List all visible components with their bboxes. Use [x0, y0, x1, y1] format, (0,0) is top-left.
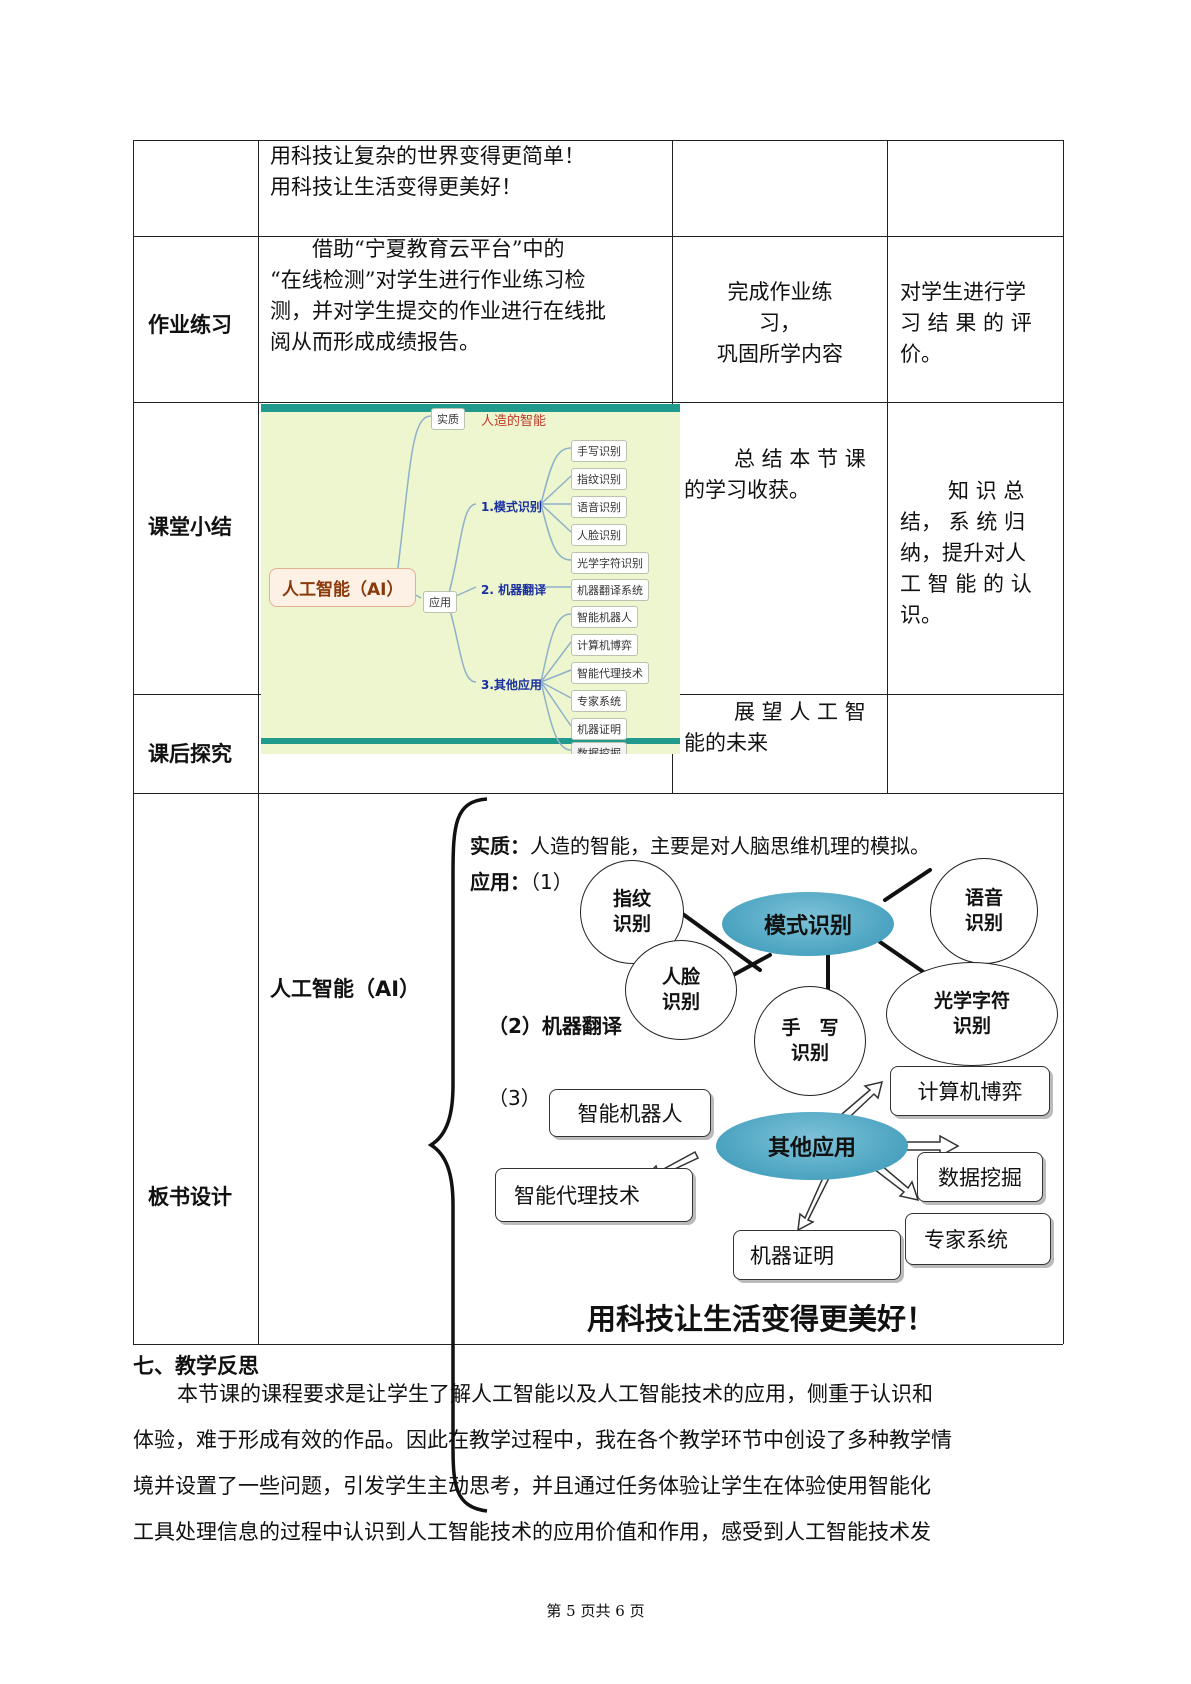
homework-teacher-line-3: 测，并对学生提交的作业进行在线批 — [270, 299, 606, 323]
board-essence: 实质：人造的智能，主要是对人脑思维机理的模拟。 — [470, 830, 930, 859]
summary-student-line-2: 的学习收获。 — [684, 478, 810, 502]
mindmap-branch-1: 1.模式识别 — [481, 500, 542, 514]
summary-purpose-line-4: 工 智 能 的 认 — [900, 572, 1032, 596]
box-robot: 智能机器人 — [549, 1089, 711, 1137]
board-item-1: （1） — [530, 870, 573, 894]
summary-purpose-line-5: 识。 — [900, 603, 942, 627]
circle-voice: 语音 识别 — [930, 858, 1038, 964]
homework-teacher-line-1: 借助“宁夏教育云平台”中的 — [312, 237, 565, 261]
board-label: 板书设计 — [148, 1185, 232, 1209]
pattern-connectors — [678, 868, 934, 997]
board-apply-label: 应用： — [470, 870, 530, 894]
box-mining: 数据挖掘 — [917, 1152, 1043, 1202]
homework-teacher: 借助“宁夏教育云平台”中的 “在线检测”对学生进行作业练习检 测，并对学生提交的… — [270, 234, 670, 358]
board-essence-text: 人造的智能，主要是对人脑思维机理的模拟。 — [530, 834, 930, 858]
mindmap-bottom-bar — [261, 738, 680, 744]
homework-teacher-line-2: “在线检测”对学生进行作业练习检 — [270, 268, 586, 292]
box-expert: 专家系统 — [905, 1213, 1051, 1265]
board-brace — [427, 797, 488, 1513]
mindmap-leaf: 专家系统 — [571, 690, 627, 712]
mindmap-leaf: 光学字符识别 — [571, 552, 649, 574]
homework-purpose-line-1: 对学生进行学 — [900, 280, 1026, 304]
mindmap-apply: 应用 — [423, 591, 457, 613]
explore-label: 课后探究 — [148, 742, 232, 766]
mindmap-leaf: 手写识别 — [571, 440, 627, 462]
box-agent: 智能代理技术 — [495, 1168, 693, 1222]
box-proof: 机器证明 — [733, 1230, 901, 1280]
homework-student: 完成作业练 习， 巩固所学内容 — [680, 277, 880, 370]
summary-purpose-line-2: 结， 系 统 归 — [900, 510, 1026, 534]
summary-student-line-1: 总 结 本 节 课 — [734, 447, 866, 471]
summary-purpose-line-3: 纳，提升对人 — [900, 541, 1026, 565]
explore-student: 展 望 人 工 智 能的未来 — [684, 697, 884, 759]
homework-student-line-3: 巩固所学内容 — [717, 342, 843, 366]
row0-line-1: 用科技让复杂的世界变得更简单！ — [270, 144, 585, 168]
reflection-line-1: 本节课的课程要求是让学生了解人工智能以及人工智能技术的应用，侧重于认识和 — [177, 1382, 933, 1406]
mindmap-leaf: 机器证明 — [571, 718, 627, 740]
mindmap-leaf: 智能机器人 — [571, 606, 638, 628]
board-essence-label: 实质： — [470, 834, 530, 858]
homework-purpose: 对学生进行学 习 结 果 的 评 价。 — [900, 277, 1060, 370]
mindmap-leaf: 人脸识别 — [571, 524, 627, 546]
box-chess: 计算机博弈 — [890, 1066, 1050, 1116]
reflection-body: 本节课的课程要求是让学生了解人工智能以及人工智能技术的应用，侧重于认识和 体验，… — [133, 1371, 1063, 1555]
board-apply: 应用：（1） — [470, 866, 573, 895]
page-footer: 第 5 页共 6 页 — [546, 1602, 645, 1620]
explore-student-line-2: 能的未来 — [684, 731, 768, 755]
mindmap-image: 人工智能（AI） 实质 人造的智能 应用 1.模式识别 2. 机器翻译 3.其他… — [261, 404, 680, 754]
pattern-center: 模式识别 — [722, 892, 894, 956]
homework-student-line-2: 习， — [759, 311, 801, 335]
row0-content: 用科技让复杂的世界变得更简单！ 用科技让生活变得更美好！ — [270, 141, 670, 203]
reflection-heading: 七、教学反思 — [133, 1354, 259, 1378]
circle-ocr: 光学字符 识别 — [886, 962, 1058, 1066]
mindmap-root: 人工智能（AI） — [269, 568, 417, 607]
mindmap-branch-2: 2. 机器翻译 — [481, 583, 547, 597]
reflection-line-3: 境并设置了一些问题，引发学生主动思考，并且通过任务体验让学生在体验使用智能化 — [133, 1474, 931, 1498]
mindmap-connectors — [395, 415, 572, 751]
mindmap-essence: 实质 — [431, 408, 465, 430]
circle-hand: 手 写 识别 — [754, 986, 866, 1096]
mindmap-leaf: 智能代理技术 — [571, 662, 649, 684]
summary-student: 总 结 本 节 课 的学习收获。 — [684, 444, 884, 506]
mindmap-leaf: 数据挖掘 — [571, 742, 627, 754]
homework-student-line-1: 完成作业练 — [727, 280, 833, 304]
board-item-3: （3） — [488, 1086, 541, 1110]
reflection-line-4: 工具处理信息的过程中认识到人工智能技术的应用价值和作用，感受到人工智能技术发 — [133, 1520, 931, 1544]
row0-line-2: 用科技让生活变得更美好！ — [270, 175, 522, 199]
summary-purpose-line-1: 知 识 总 — [948, 479, 1025, 503]
explore-student-line-1: 展 望 人 工 智 — [734, 700, 866, 724]
mindmap-top-bar — [261, 404, 680, 412]
mindmap-leaf: 机器翻译系统 — [571, 579, 649, 601]
mindmap-leaf: 指纹识别 — [571, 468, 627, 490]
homework-label: 作业练习 — [148, 313, 232, 337]
circle-face: 人脸 识别 — [625, 940, 737, 1040]
homework-teacher-line-4: 阅从而形成成绩报告。 — [270, 330, 480, 354]
board-slogan: 用科技让生活变得更美好！ — [587, 1302, 936, 1336]
reflection-line-2: 体验，难于形成有效的作品。因此在教学过程中，我在各个教学环节中创设了多种教学情 — [133, 1428, 952, 1452]
board-topic: 人工智能（AI） — [270, 977, 421, 1001]
homework-purpose-line-2: 习 结 果 的 评 — [900, 311, 1032, 335]
mindmap-leaf: 语音识别 — [571, 496, 627, 518]
mindmap-essence-value: 人造的智能 — [481, 414, 547, 429]
homework-purpose-line-3: 价。 — [900, 342, 942, 366]
summary-label: 课堂小结 — [148, 515, 232, 539]
summary-purpose: 知 识 总 结， 系 统 归 纳，提升对人 工 智 能 的 认 识。 — [900, 476, 1060, 631]
mindmap-leaf: 计算机博弈 — [571, 634, 638, 656]
other-center: 其他应用 — [716, 1112, 908, 1180]
mindmap-branch-3: 3.其他应用 — [481, 678, 542, 692]
board-item-2: （2）机器翻译 — [488, 1014, 622, 1038]
